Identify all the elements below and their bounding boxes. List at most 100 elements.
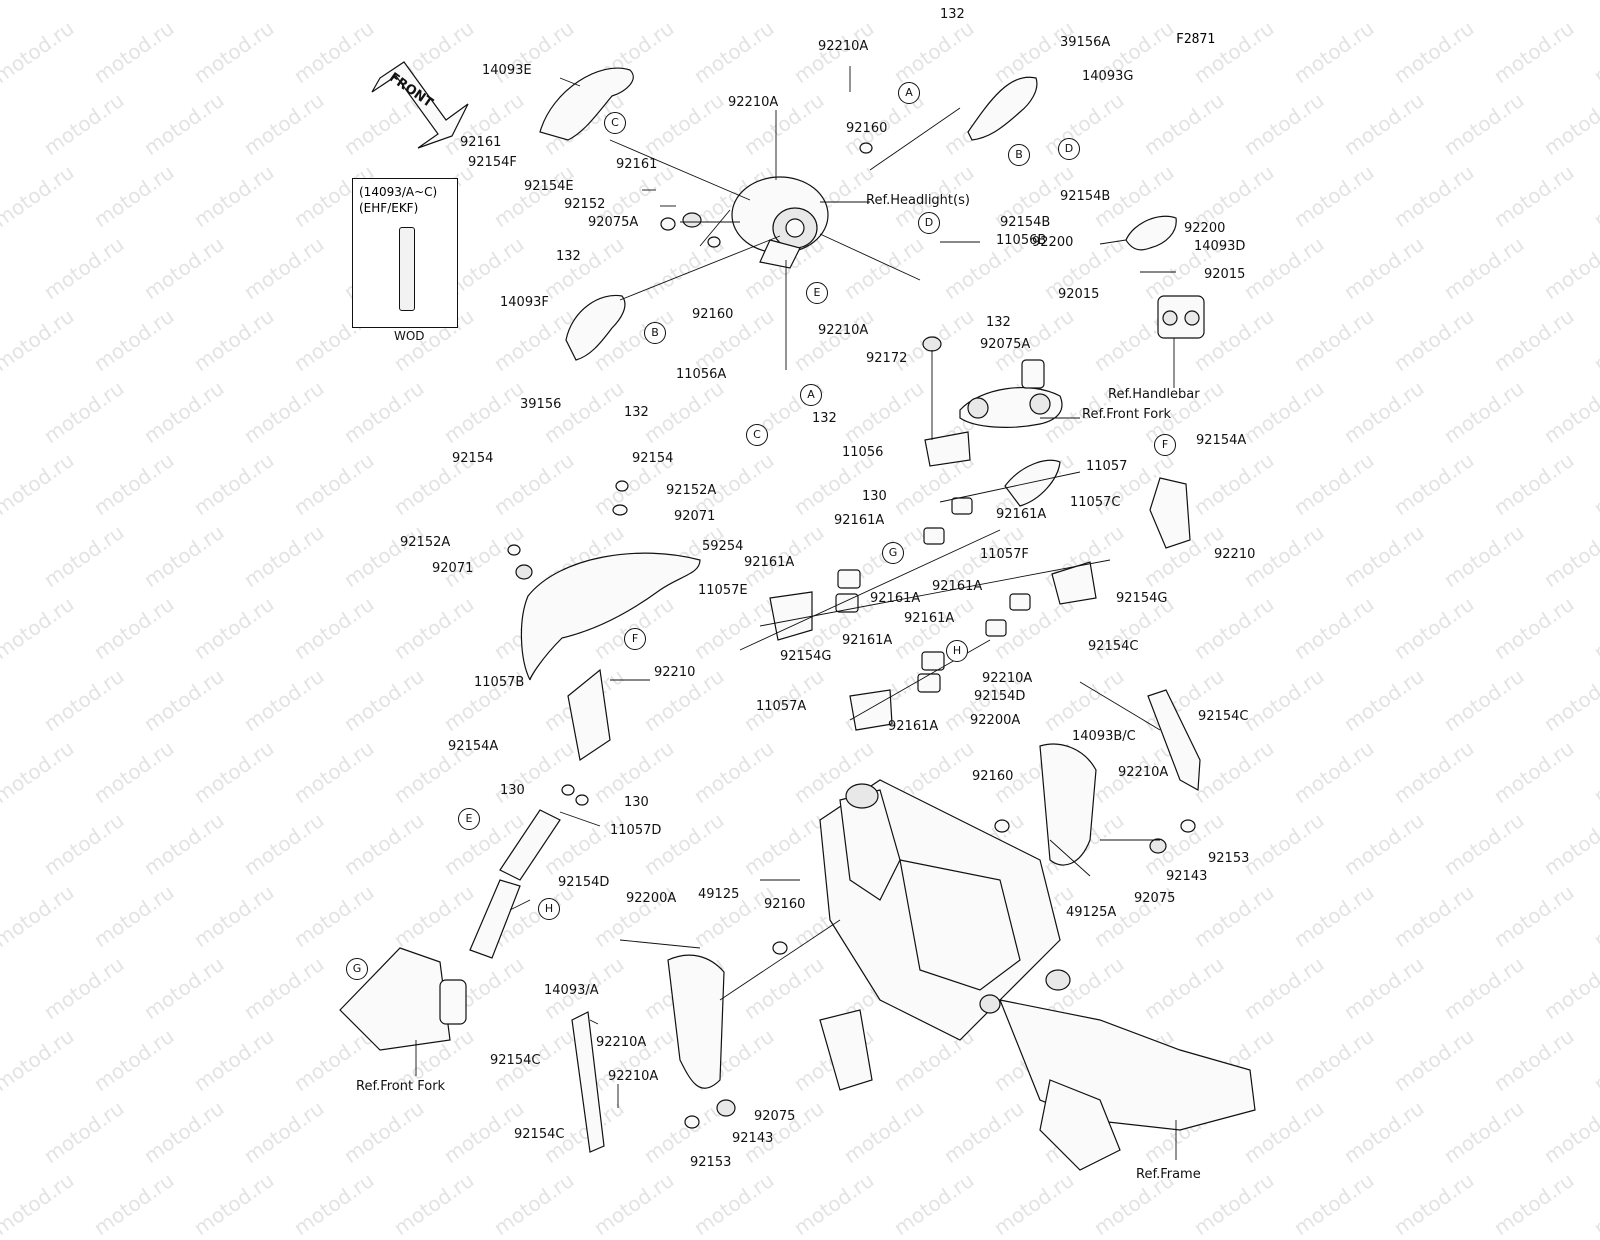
label-92154c-1: 92154C [1088, 639, 1139, 654]
label-11057e: 11057E [698, 583, 748, 598]
cover-14093a [571, 1011, 605, 1153]
label-92160-2: 92160 [692, 307, 734, 322]
label-92154-1: 92154 [452, 451, 494, 466]
bracket-11057e [769, 591, 813, 641]
label-92210-2: 92210 [654, 665, 696, 680]
label-14093d: 14093D [1194, 239, 1246, 254]
cover-14093g [967, 76, 1038, 141]
label-92153-2: 92153 [690, 1155, 732, 1170]
label-92210a-6: 92210A [596, 1035, 647, 1050]
bracket-11057a [849, 689, 893, 731]
label-92154c-2: 92154C [1198, 709, 1249, 724]
label-49125a: 49125A [1066, 905, 1117, 920]
callout-b: B [1008, 144, 1030, 166]
cover-14093d [1125, 215, 1177, 251]
callout-c-2: C [746, 424, 768, 446]
callout-f-2: F [624, 628, 646, 650]
label-11056a: 11056A [676, 367, 727, 382]
front-fender-59254 [520, 552, 701, 681]
fork-top-bridge [959, 359, 1063, 428]
label-92200-1: 92200 [1184, 221, 1226, 236]
label-92160-3: 92160 [972, 769, 1014, 784]
frame-assembly [819, 779, 1256, 1171]
headlight-housing [731, 176, 829, 269]
label-92152a-2: 92152A [400, 535, 451, 550]
front-arrow-icon [371, 61, 469, 149]
label-11057: 11057 [1086, 459, 1128, 474]
callout-c: C [604, 112, 626, 134]
label-92154a-2: 92154A [448, 739, 499, 754]
label-92154e: 92154E [524, 179, 574, 194]
label-92075-2: 92075 [754, 1109, 796, 1124]
bracket-11057f [1051, 561, 1097, 605]
label-92210-1: 92210 [1214, 547, 1256, 562]
label-92210a-3: 92210A [818, 323, 869, 338]
bracket-11056 [924, 431, 971, 467]
callout-b-2: B [644, 322, 666, 344]
label-49125: 49125 [698, 887, 740, 902]
label-92154c-4: 92154C [514, 1127, 565, 1142]
label-92154g-2: 92154G [780, 649, 832, 664]
label-130-2: 130 [500, 783, 525, 798]
callout-d-2: D [918, 212, 940, 234]
label-92161-1: 92161 [460, 135, 502, 150]
label-92075a-1: 92075A [588, 215, 639, 230]
diagram-art [339, 61, 1256, 1171]
label-92143-2: 92143 [732, 1131, 774, 1146]
label-92154-2: 92154 [632, 451, 674, 466]
label-92154c-3: 92154C [490, 1053, 541, 1068]
label-132-5: 132 [812, 411, 837, 426]
label-39156a: 39156A [1060, 35, 1111, 50]
label-ref-handlebar: Ref.Handlebar [1108, 387, 1200, 402]
callout-a-2: A [800, 384, 822, 406]
label-11057f: 11057F [980, 547, 1029, 562]
trim-strip-image [399, 227, 415, 311]
label-92160-1: 92160 [846, 121, 888, 136]
bracket-11057 [1004, 459, 1061, 507]
label-14093f: 14093F [500, 295, 549, 310]
cover-14093e [539, 67, 634, 141]
label-92160-4: 92160 [764, 897, 806, 912]
label-92200a-2: 92200A [626, 891, 677, 906]
label-ref-front-fork-2: Ref.Front Fork [356, 1079, 446, 1094]
label-132-2: 132 [556, 249, 581, 264]
label-92152a-1: 92152A [666, 483, 717, 498]
label-92161a-4: 92161A [932, 579, 983, 594]
side-cover-49125a [1039, 743, 1097, 866]
label-92161a-5: 92161A [870, 591, 921, 606]
fasteners [507, 142, 1196, 1129]
label-92161a-2: 92161A [834, 513, 885, 528]
callout-e-2: E [458, 808, 480, 830]
label-92015-1: 92015 [1204, 267, 1246, 282]
label-132-3: 132 [986, 315, 1011, 330]
callout-g: G [882, 542, 904, 564]
label-130-1: 130 [862, 489, 887, 504]
callout-h: H [946, 640, 968, 662]
label-92154g-1: 92154G [1116, 591, 1168, 606]
label-92075-1: 92075 [1134, 891, 1176, 906]
label-11057c: 11057C [1070, 495, 1121, 510]
label-92161a-8: 92161A [888, 719, 939, 734]
side-cover-49125 [667, 954, 725, 1089]
label-132-4: 132 [624, 405, 649, 420]
label-92154b-1: 92154B [1060, 189, 1111, 204]
variant-note-box: (14093/A~C) (EHF/EKF) [352, 178, 458, 328]
figure-code: F2871 [1176, 32, 1216, 47]
label-92210a-4: 92210A [982, 671, 1033, 686]
label-ref-front-fork-1: Ref.Front Fork [1082, 407, 1172, 422]
label-92161a-6: 92161A [904, 611, 955, 626]
label-39156: 39156 [520, 397, 562, 412]
label-92154d-2: 92154D [558, 875, 610, 890]
bracket-11057b [567, 668, 611, 762]
label-92200a-1: 92200A [970, 713, 1021, 728]
label-92143-1: 92143 [1166, 869, 1208, 884]
label-11056b: 11056B [996, 233, 1047, 248]
label-92071-1: 92071 [674, 509, 716, 524]
label-130-3: 130 [624, 795, 649, 810]
label-92161a-1: 92161A [996, 507, 1047, 522]
callout-d: D [1058, 138, 1080, 160]
callout-f: F [1154, 434, 1176, 456]
label-92210a-7: 92210A [608, 1069, 659, 1084]
front-fork-assembly [339, 809, 561, 1051]
label-92152: 92152 [564, 197, 606, 212]
